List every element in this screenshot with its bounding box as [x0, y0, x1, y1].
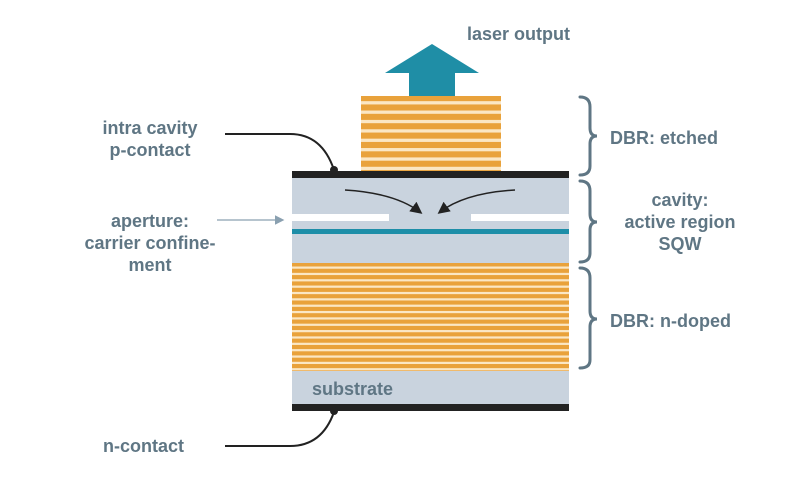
dbr-ndoped-stripe [292, 291, 569, 295]
dbr-ndoped-stripe [292, 323, 569, 326]
dbr-etched-stripe [361, 101, 501, 105]
aperture-line3: ment [128, 255, 172, 275]
dbr-ndoped-stripe [292, 285, 569, 288]
dbr-etched-stripe [361, 138, 501, 142]
dbr-etched-stripe [361, 157, 501, 161]
dbr-etched-stripe [361, 119, 501, 124]
active-region-sqw [292, 229, 569, 234]
laser-output-label: laser output [467, 24, 571, 44]
aperture-layer-left [292, 214, 389, 221]
n-contact-label: n-contact [103, 436, 184, 456]
dbr-etched-label: DBR: etched [610, 128, 719, 148]
dbr-ndoped-stripe [292, 336, 569, 339]
dbr-ndoped-stripe [292, 361, 569, 365]
dbr-ndoped-stripe [292, 368, 569, 371]
aperture-label: aperture: carrier confine- ment [55, 210, 245, 276]
cavity-line2: active region [624, 212, 736, 232]
laser-output-arrow [385, 44, 479, 96]
brace-dbr-etched [578, 95, 598, 177]
p-contact-layer [292, 171, 569, 178]
dbr-ndoped-stripe [292, 330, 569, 333]
cavity-line3: SQW [658, 234, 702, 254]
n-contact-leader [225, 411, 335, 447]
dbr-etched-stripe [361, 148, 501, 152]
p-contact-leader [225, 133, 335, 171]
dbr-etched-stripe [361, 129, 501, 133]
aperture-line2: carrier confine- [84, 233, 216, 253]
intra-cavity-line1: intra cavity [102, 118, 198, 138]
dbr-ndoped-stripe [292, 355, 569, 358]
intra-cavity-line2: p-contact [109, 140, 191, 160]
dbr-ndoped-stripe [292, 304, 569, 307]
n-contact-layer [292, 404, 569, 411]
dbr-ndoped-stripe [292, 349, 569, 352]
dbr-ndoped-stripe [292, 298, 569, 301]
dbr-ndoped-stripe [292, 279, 569, 282]
dbr-ndoped-label: DBR: n-doped [610, 311, 731, 331]
aperture-line1: aperture: [110, 211, 190, 231]
current-flow-arrow-right [437, 189, 516, 214]
brace-dbr-ndoped [578, 266, 598, 370]
dbr-etched-stripe [361, 110, 501, 114]
substrate-layer [292, 371, 569, 404]
aperture-layer-right [471, 214, 569, 221]
dbr-ndoped-stripe [292, 317, 569, 320]
intra-cavity-label: intra cavity p-contact [70, 117, 230, 161]
dbr-etched-stack [361, 96, 501, 171]
current-flow-arrow-left [344, 189, 423, 214]
cavity-label: cavity: active region SQW [600, 189, 760, 255]
p-contact-dot [330, 166, 338, 174]
dbr-ndoped-stripe [292, 266, 569, 269]
dbr-etched-stripe [361, 166, 501, 171]
dbr-ndoped-stripe [292, 342, 569, 345]
dbr-ndoped-stripe [292, 272, 569, 276]
cavity-line1: cavity: [651, 190, 709, 210]
n-contact-dot [330, 407, 338, 415]
dbr-ndoped-stripe [292, 310, 569, 314]
dbr-ndoped-stack [292, 263, 569, 371]
substrate-label: substrate [312, 379, 394, 399]
brace-cavity [578, 179, 598, 264]
